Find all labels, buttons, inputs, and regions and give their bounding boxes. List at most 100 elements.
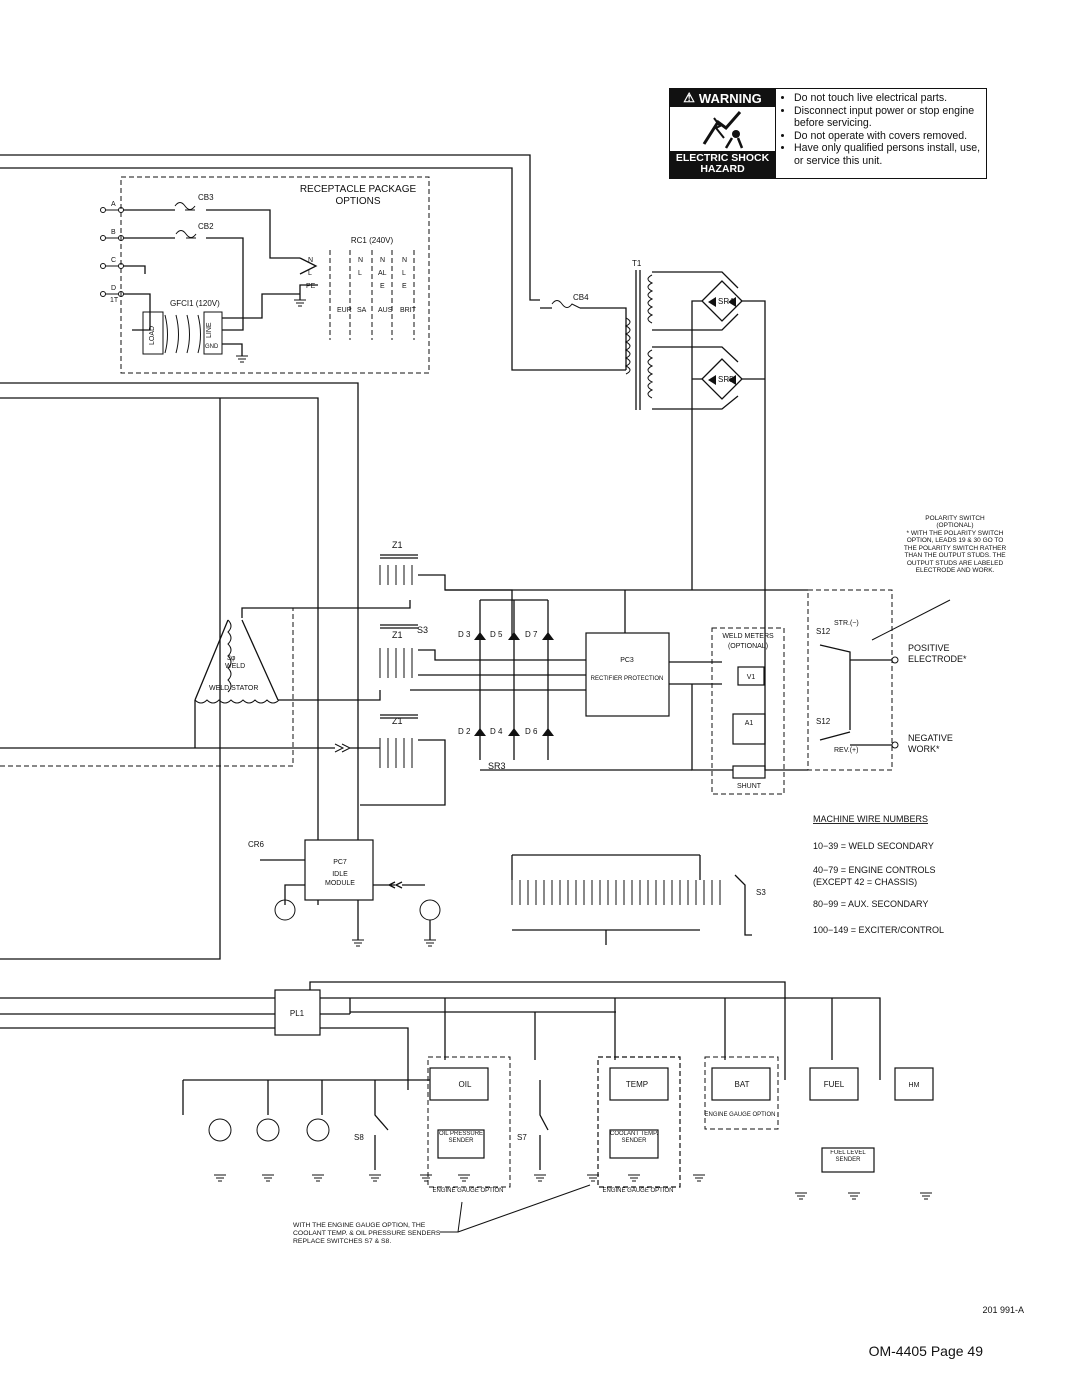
wire-numbers-row: (EXCEPT 42 = CHASSIS): [813, 877, 917, 887]
fuel-gauge: [809, 1067, 859, 1101]
wire: [652, 346, 739, 410]
fuel-sender-label-wrap: FUEL LEVEL SENDER: [830, 1150, 865, 1163]
diode-bank-sr3: [474, 632, 554, 736]
warning-item: Disconnect input power or stop engine be…: [794, 105, 982, 130]
polarity-note: * WITH THE POLARITY SWITCH OPTION, LEADS…: [903, 530, 1007, 575]
voltmeter-v1: [737, 666, 765, 686]
wire: [479, 599, 692, 771]
wire: [0, 382, 359, 840]
relay-cr5: [256, 1118, 280, 1142]
rc1-column-label: BRIT: [400, 307, 417, 314]
svg-text:N: N: [402, 257, 407, 264]
z1-label: Z1: [392, 630, 403, 640]
warning-items: Do not touch live electrical parts. Disc…: [776, 89, 986, 178]
rev-label: REV.(+): [834, 747, 858, 754]
warning-header: ⚠ WARNING: [670, 89, 775, 107]
stator-phase-label: 3φ: [227, 655, 236, 662]
wire: [320, 998, 351, 1015]
relay-cr6: [306, 1118, 330, 1142]
shunt: [732, 765, 766, 779]
wire: [185, 209, 196, 239]
wire: [222, 293, 300, 319]
polarity-note-wrap: * WITH THE POLARITY SWITCH OPTION, LEADS…: [903, 530, 1007, 575]
wire: [260, 859, 305, 905]
bat-gauge-option-box: [704, 1056, 779, 1130]
page-footer: OM-4405 Page 49: [868, 1343, 983, 1359]
wire: [418, 649, 586, 661]
ground-icon: [352, 939, 436, 947]
wire: [444, 998, 833, 1060]
rc1-label: RC1 (240V): [351, 236, 394, 245]
wire: [360, 739, 446, 806]
bat-label: BAT: [735, 1080, 750, 1089]
s12-label: S12: [816, 717, 831, 726]
hm-label: HM: [909, 1082, 920, 1089]
coolant-sender-label-wrap: COOLANT TEMP. SENDER: [610, 1131, 658, 1144]
diode-label: D 6: [525, 727, 538, 736]
idle-label: IDLE: [332, 871, 348, 878]
wire: [182, 1079, 445, 1115]
s3-label: S3: [417, 625, 428, 635]
shunt-label: SHUNT: [737, 783, 762, 790]
wire: [0, 397, 319, 840]
weld-meters-label: WELD METERS: [722, 633, 774, 640]
connector-icon: [334, 743, 352, 753]
terminal-label: B: [111, 229, 116, 236]
wire: [0, 997, 275, 1029]
rc1-column-label: EUR: [337, 307, 352, 314]
receptacle-title: RECEPTACLE PACKAGE: [300, 184, 417, 195]
pc3-board: [585, 632, 670, 717]
str-label: STR.(−): [834, 620, 859, 627]
wire-numbers-row: 10−39 = WELD SECONDARY: [813, 841, 934, 851]
gfci-load-label: LOAD: [149, 326, 156, 345]
wire-numbers-row: 80−99 = AUX. SECONDARY: [813, 899, 928, 909]
pc7-idle-module: [304, 839, 374, 901]
svg-text:L: L: [308, 270, 312, 277]
weld-meters-box: [711, 627, 785, 795]
temp-gauge-option-box: [597, 1056, 681, 1188]
sr4-label: SR4: [718, 297, 734, 306]
oil-sender-label: OIL PRESSURE SENDER: [438, 1131, 484, 1144]
wire: [0, 167, 626, 371]
warning-left-panel: ⚠ WARNING ELECTRIC SHOCK HAZARD: [670, 89, 776, 178]
warning-label: ⚠ WARNING ELECTRIC SHOCK HAZARD Do not t…: [669, 88, 987, 179]
cb2-label: CB2: [198, 222, 214, 231]
wire: [309, 981, 786, 1080]
s12-label: S12: [816, 627, 831, 636]
wire: [410, 674, 586, 691]
wire: [691, 300, 766, 590]
relay-cr3: [419, 899, 441, 921]
svg-text:PE: PE: [306, 283, 316, 290]
gfci-receptacle: [142, 311, 223, 355]
engine-note: WITH THE ENGINE GAUGE OPTION, THE COOLAN…: [293, 1222, 441, 1245]
rc1-column-label: SA: [357, 307, 367, 314]
weld-meters-optional: (OPTIONAL): [728, 643, 768, 650]
svg-text:AL: AL: [378, 270, 387, 277]
drawing-number: 201 991-A: [982, 1305, 1024, 1315]
wire: [278, 690, 381, 701]
oil-pressure-sender: [437, 1129, 485, 1159]
negative-label: NEGATIVE: [908, 733, 953, 743]
gauge-option-label: ENGINE GAUGE OPTION: [704, 1112, 775, 1118]
hour-meter: [894, 1067, 934, 1101]
weld-stator: [194, 619, 280, 704]
wire: [0, 398, 221, 960]
wire: [652, 271, 739, 331]
s3-label: S3: [756, 888, 766, 897]
z1-label: Z1: [392, 716, 403, 726]
wire: [850, 659, 892, 746]
electrode-label: ELECTRODE*: [908, 654, 967, 664]
warning-item: Do not touch live electrical parts.: [794, 92, 982, 105]
ground-icon: [214, 1174, 932, 1200]
svg-text:E: E: [380, 283, 385, 290]
positive-stud: [891, 656, 899, 664]
warning-triangle-icon: ⚠: [683, 90, 695, 105]
circuit-breaker-icon: [174, 202, 197, 238]
bridge-rectifier-sr4: [701, 280, 743, 322]
t1-label: T1: [632, 259, 642, 268]
pc3-desc: RECTIFIER PROTECTION: [591, 676, 664, 682]
warning-title: WARNING: [698, 90, 762, 106]
oil-gauge-option-box: [427, 1056, 511, 1188]
gauge-option-label: ENGINE GAUGE OPTION: [432, 1188, 503, 1194]
bridge-rectifier-sr5: [701, 358, 743, 400]
